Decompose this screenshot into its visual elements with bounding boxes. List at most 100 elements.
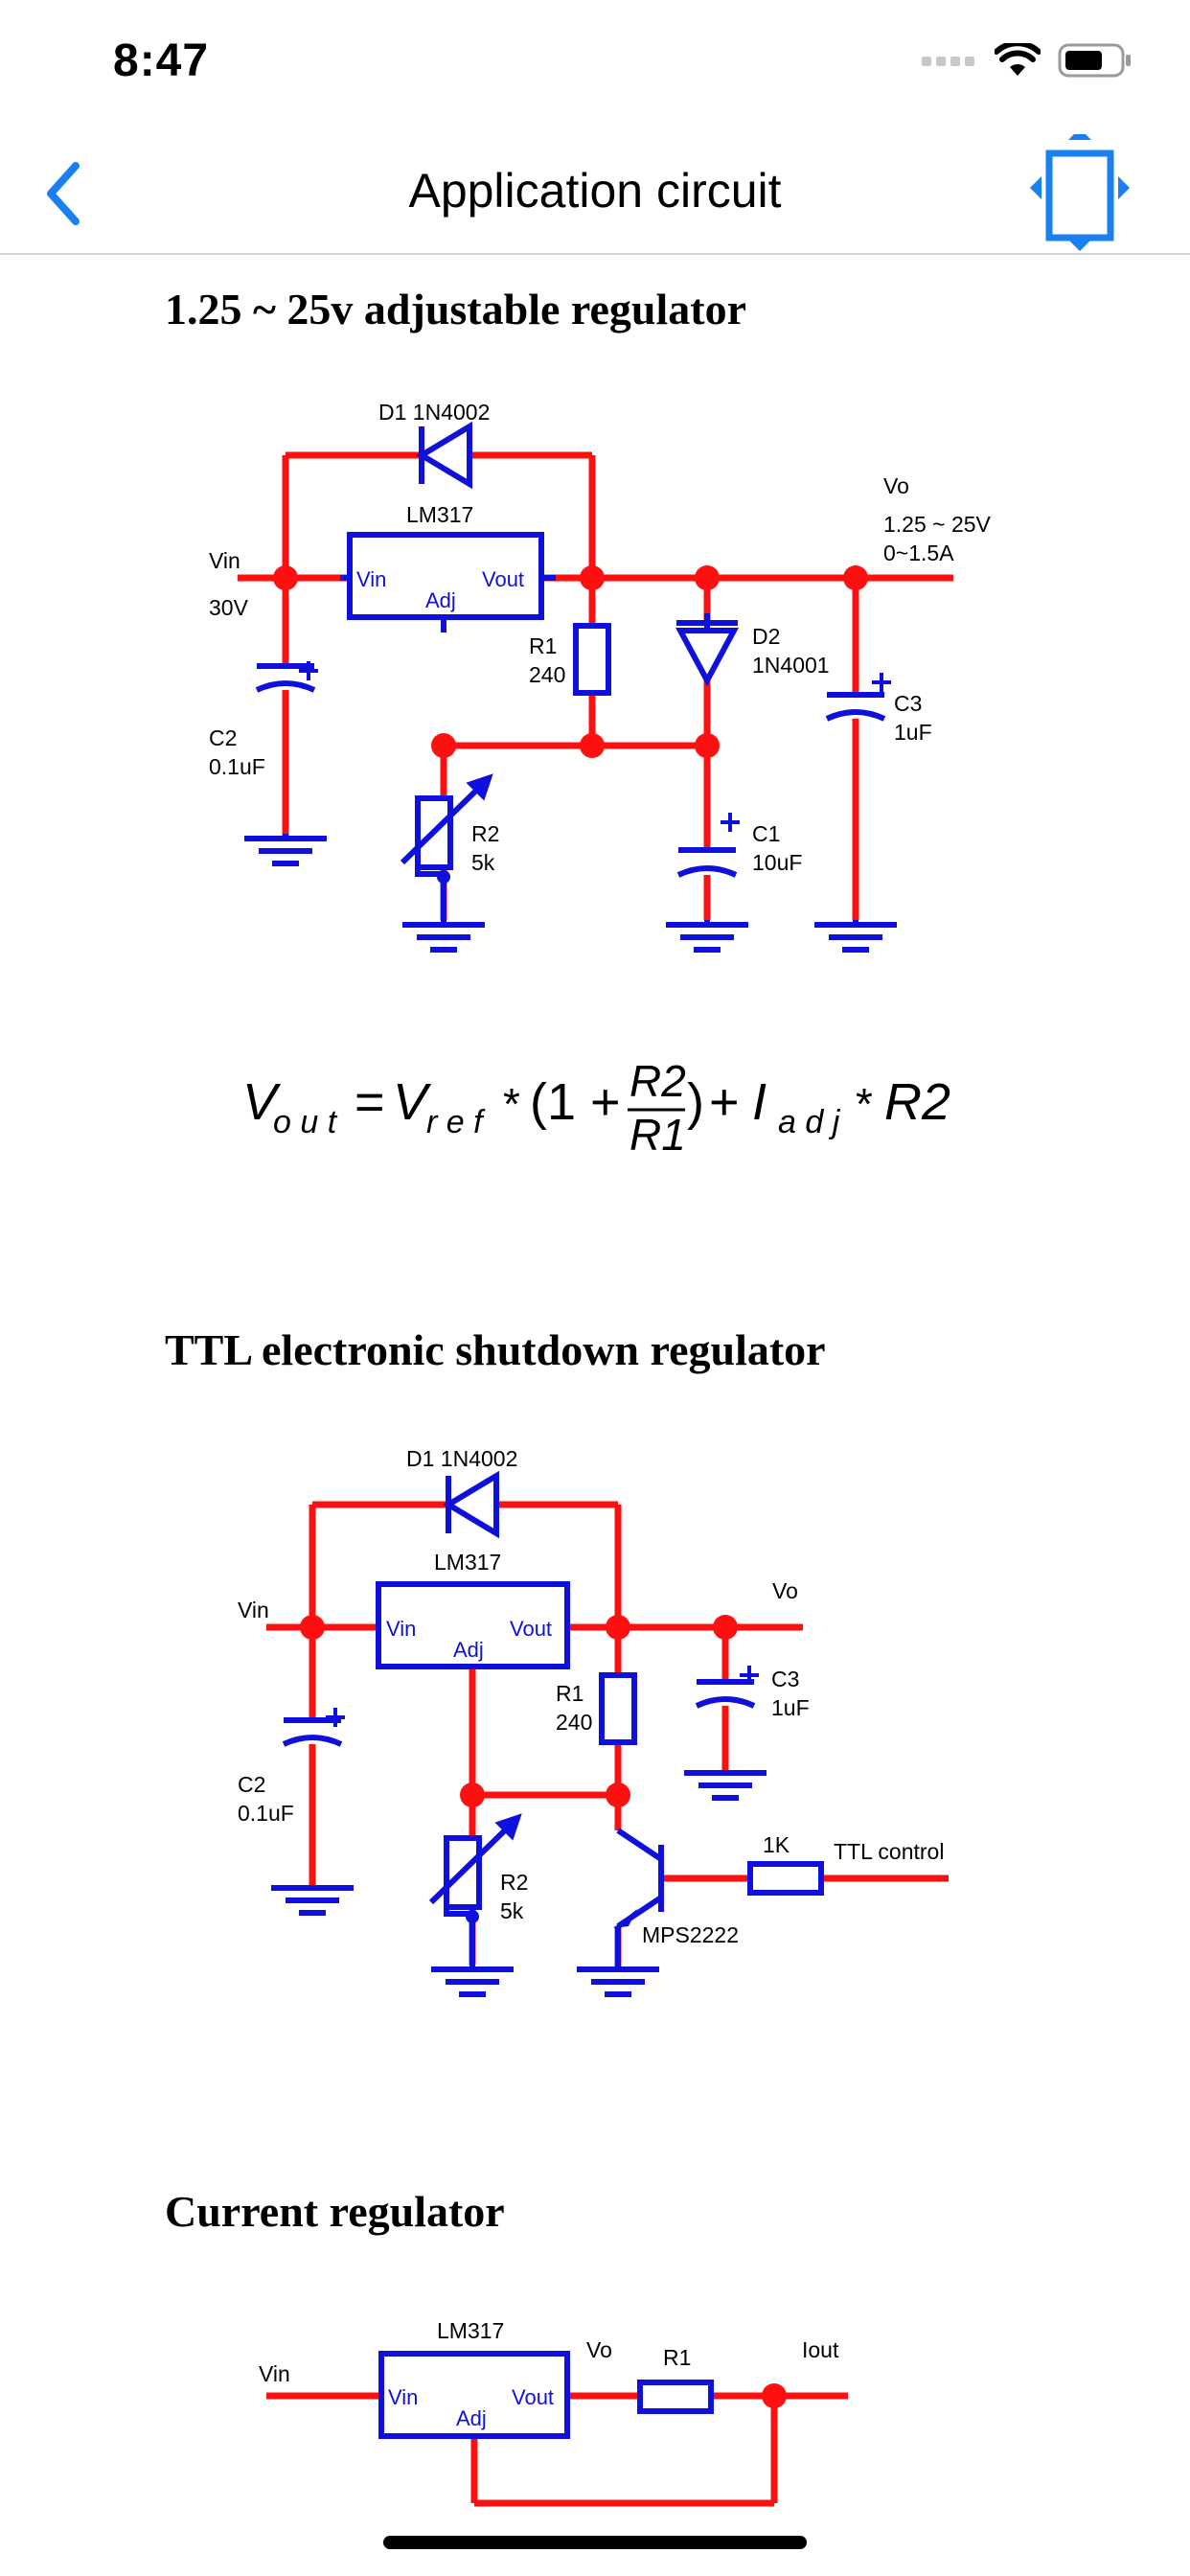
- label-d1: D1 1N4002: [406, 1446, 517, 1471]
- formula-out: o u t: [273, 1104, 338, 1140]
- label-r2: R2: [500, 1870, 528, 1895]
- components: [271, 1470, 824, 1997]
- junction-dot: [713, 1615, 738, 1640]
- pin-vin: Vin: [386, 1617, 416, 1641]
- formula-r2: R2: [884, 1073, 950, 1131]
- label-transistor: MPS2222: [642, 1922, 739, 1947]
- label-c3-value: 1uF: [894, 720, 932, 745]
- nav-bar: Application circuit: [0, 128, 1190, 255]
- label-c2: C2: [238, 1772, 265, 1797]
- wifi-icon: [995, 43, 1041, 76]
- pin-vout: Vout: [482, 567, 524, 591]
- wires: [266, 2392, 848, 2507]
- wires: [238, 451, 953, 920]
- label-c1-value: 10uF: [752, 850, 802, 875]
- pin-adj: Adj: [425, 588, 456, 612]
- status-time: 8:47: [113, 35, 210, 86]
- label-r2-value: 5k: [500, 1898, 524, 1923]
- label-vo-current: 0~1.5A: [883, 540, 954, 565]
- label-ttl-control: TTL control: [834, 1839, 944, 1864]
- cellular-signal-icon: [922, 57, 974, 66]
- battery-icon: [1058, 43, 1131, 78]
- label-r2: R2: [471, 821, 499, 846]
- section-title-current-regulator: Current regulator: [165, 2187, 505, 2236]
- label-r1: R1: [529, 633, 557, 658]
- output-voltage-formula: V o u t = V r e f * (1 + R2 R1 ) + I a d…: [242, 1056, 950, 1160]
- wires: [266, 1501, 949, 1969]
- formula-denominator: R1: [629, 1110, 686, 1160]
- home-indicator[interactable]: [383, 2536, 807, 2549]
- label-vo-range: 1.25 ~ 25V: [883, 512, 992, 537]
- pin-adj: Adj: [453, 1638, 484, 1662]
- formula-close: ): [687, 1073, 704, 1131]
- junction-dot: [460, 1782, 485, 1807]
- label-d2: D2: [752, 624, 780, 649]
- label-lm317: LM317: [437, 2318, 504, 2343]
- formula-plus: +: [709, 1073, 740, 1131]
- label-vin: Vin: [259, 2361, 290, 2386]
- label-c3: C3: [771, 1667, 799, 1691]
- label-c3: C3: [894, 691, 922, 716]
- junction-dots: [300, 1615, 738, 1807]
- status-bar: 8:47: [0, 0, 1190, 125]
- label-vo: Vo: [883, 473, 909, 498]
- label-c2: C2: [209, 725, 237, 750]
- junction-dot: [273, 565, 298, 590]
- label-vo: Vo: [586, 2337, 612, 2362]
- label-lm317: LM317: [434, 1550, 501, 1575]
- label-r-ttl: 1K: [763, 1832, 790, 1857]
- pin-vout: Vout: [510, 1617, 552, 1641]
- junction-dot: [695, 733, 720, 758]
- label-d1: D1 1N4002: [378, 400, 490, 425]
- junction-dot: [762, 2383, 787, 2408]
- wiper-dot: [437, 870, 450, 884]
- formula-ref: r e f: [426, 1104, 486, 1140]
- formula-eq: =: [355, 1073, 385, 1131]
- polarity-marks: [326, 1666, 759, 1727]
- label-r1: R1: [556, 1681, 584, 1706]
- junction-dot: [580, 733, 605, 758]
- formula-vref: V: [393, 1073, 432, 1131]
- label-c2-value: 0.1uF: [209, 754, 265, 779]
- chevron-left-icon: [47, 162, 80, 225]
- polarity-marks: [299, 661, 891, 832]
- label-r1-value: 240: [529, 662, 565, 687]
- emitter-arrow: [613, 1909, 637, 1928]
- pin-vout: Vout: [512, 2385, 554, 2409]
- label-lm317: LM317: [406, 502, 473, 527]
- junction-dot: [431, 733, 456, 758]
- components: [378, 2351, 714, 2439]
- pin-vin: Vin: [356, 567, 386, 591]
- label-r1: R1: [663, 2345, 691, 2370]
- pin-vin: Vin: [388, 2385, 418, 2409]
- schematic-current-regulator: LM317 Vin Vo R1 Iout Vin Adj Vout: [259, 2318, 848, 2507]
- rotate-orientation-button[interactable]: [1022, 128, 1137, 253]
- label-c3-value: 1uF: [771, 1695, 810, 1720]
- formula-numerator: R2: [629, 1056, 686, 1106]
- formula-open: (1 +: [530, 1073, 621, 1131]
- back-button[interactable]: [29, 155, 96, 232]
- label-d2-value: 1N4001: [752, 653, 830, 678]
- schematic-ttl-shutdown: D1 1N4002 LM317 Vin Vo R1 240 C3 1uF C2 …: [238, 1446, 949, 1997]
- formula-i: I: [752, 1073, 767, 1131]
- label-r2-value: 5k: [471, 850, 495, 875]
- junction-dot: [300, 1615, 325, 1640]
- pin-adj: Adj: [456, 2406, 487, 2430]
- wiper-dot: [466, 1910, 479, 1923]
- label-vin: Vin: [238, 1598, 269, 1622]
- label-vo: Vo: [772, 1578, 798, 1603]
- formula-v: V: [242, 1073, 282, 1131]
- junction-dots: [273, 565, 868, 758]
- junction-dot: [695, 565, 720, 590]
- rotate-orientation-icon: [1030, 128, 1130, 251]
- junction-dot: [606, 1615, 630, 1640]
- components: [244, 421, 897, 953]
- section-title-adjustable-regulator: 1.25 ~ 25v adjustable regulator: [165, 285, 747, 334]
- status-icons: [922, 42, 1133, 79]
- formula-mul2: *: [856, 1079, 873, 1129]
- schematic-adjustable-regulator: D1 1N4002 LM317 Vin 30V Vo 1.25 ~ 25V 0~…: [209, 400, 992, 953]
- formula-adj: a d j: [778, 1104, 841, 1140]
- label-c1: C1: [752, 821, 780, 846]
- label-c2-value: 0.1uF: [238, 1801, 294, 1826]
- section-title-ttl-shutdown: TTL electronic shutdown regulator: [165, 1325, 826, 1374]
